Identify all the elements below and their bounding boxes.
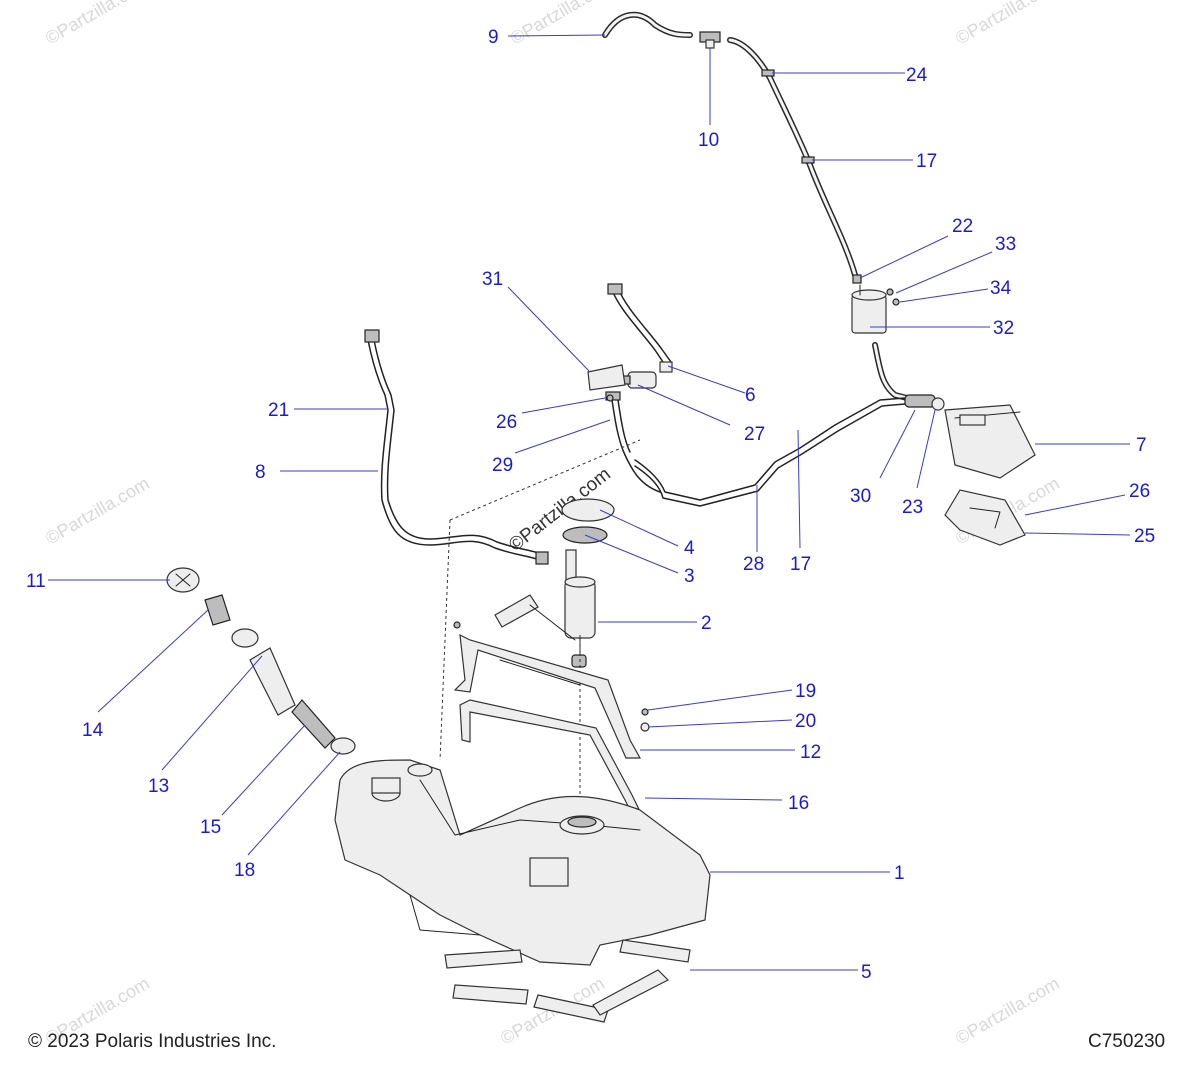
callout-4: 4: [684, 538, 695, 559]
callout-11: 11: [26, 571, 46, 592]
callout-1: 1: [894, 863, 905, 884]
copyright-text: © 2023 Polaris Industries Inc.: [28, 1031, 277, 1052]
fitting-22: [852, 274, 862, 284]
callout-7: 7: [1136, 435, 1147, 456]
vent-hose-top: [602, 11, 693, 38]
callout-12: 12: [800, 742, 821, 763]
callout-15: 15: [200, 817, 221, 838]
callout-5: 5: [861, 962, 872, 983]
fuel-filter-27: [619, 371, 657, 389]
fuel-line-6: [607, 283, 673, 373]
figure-code: C750230: [1088, 1031, 1166, 1052]
callout-2: 2: [701, 613, 712, 634]
callout-29: 29: [492, 455, 513, 476]
callout-26b: 26: [496, 412, 517, 433]
callout-33: 33: [995, 234, 1016, 255]
callout-18: 18: [234, 860, 255, 881]
callout-8: 8: [255, 462, 266, 483]
callout-22: 22: [952, 216, 973, 237]
watermark: ©Partzilla.com: [952, 0, 1063, 48]
callout-21: 21: [268, 400, 289, 421]
callout-24: 24: [906, 65, 928, 86]
clamp-lower-18: [330, 737, 356, 755]
clamp-upper: [231, 628, 259, 648]
callout-23: 23: [902, 497, 923, 518]
hose-15: [291, 699, 336, 749]
vent-tee-fitting: [699, 31, 721, 49]
fuel-tank: [334, 759, 711, 966]
tank-strap-12: [453, 621, 642, 759]
watermark: ©Partzilla.com: [507, 0, 618, 48]
watermark: ©Partzilla.com: [952, 973, 1063, 1048]
callout-16: 16: [788, 793, 809, 814]
callout-17b: 17: [790, 554, 811, 575]
callout-6: 6: [745, 385, 756, 406]
callout-13: 13: [148, 776, 169, 797]
callout-31: 31: [482, 269, 503, 290]
callout-14: 14: [82, 720, 104, 741]
leader-lines: [48, 34, 1131, 971]
charcoal-canister: [944, 404, 1036, 479]
watermark: ©Partzilla.com: [42, 473, 153, 548]
fuel-cap-11: [166, 567, 200, 593]
callout-17: 17: [916, 151, 937, 172]
callout-27: 27: [744, 424, 765, 445]
callout-19: 19: [795, 681, 816, 702]
fuel-line-8: [364, 329, 549, 565]
callout-34: 34: [990, 278, 1012, 299]
callout-20: 20: [795, 711, 816, 732]
fuel-pump-assembly: [494, 498, 615, 668]
filler-neck-14: [204, 594, 231, 626]
callout-9: 9: [488, 27, 499, 48]
callouts: 1 2 3 4 5 6 7 8 9 10 11 12 13 14 15 16 1…: [26, 27, 1155, 983]
bracket-31: [587, 364, 626, 402]
tank-pads: [444, 939, 691, 1023]
callout-25: 25: [1134, 526, 1155, 547]
callout-30: 30: [850, 486, 871, 507]
callout-10: 10: [698, 130, 719, 151]
watermark: ©Partzilla.com: [42, 0, 153, 48]
callout-32: 32: [993, 318, 1014, 339]
callout-28: 28: [743, 554, 764, 575]
callout-3: 3: [684, 566, 695, 587]
canister-bracket: [944, 489, 1026, 546]
vent-line-28: [634, 342, 945, 507]
hardware-19-20: [640, 708, 650, 732]
fuel-line-29: [605, 391, 661, 493]
callout-26: 26: [1129, 481, 1150, 502]
vent-canister-small: [851, 284, 900, 334]
hose-13: [249, 647, 296, 716]
vent-hose-right: [727, 37, 858, 278]
